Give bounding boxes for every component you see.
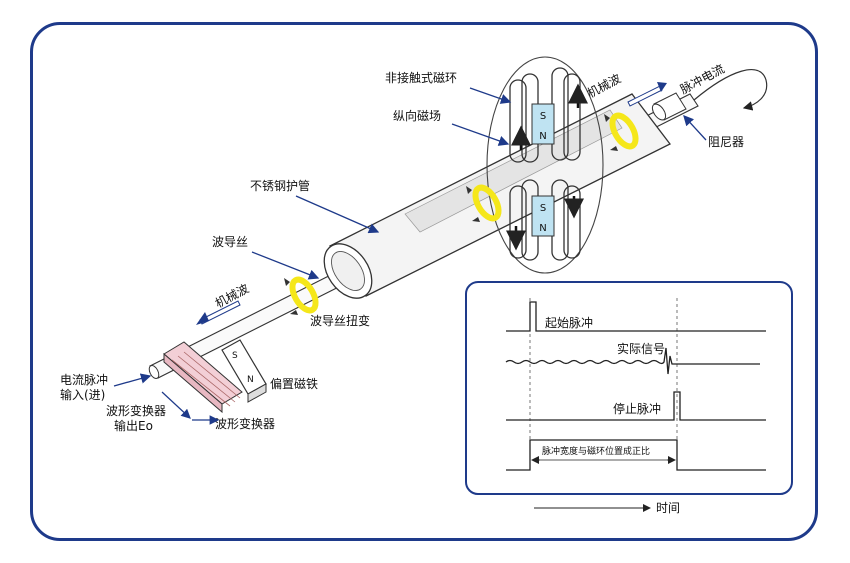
damper	[651, 92, 687, 121]
wire-torsion-label: 波导丝扭变	[310, 313, 370, 328]
current-input-label-2: 输入(进)	[60, 387, 105, 402]
magnet-block-bottom	[531, 195, 555, 237]
bias-magnet-label: 偏置磁铁	[270, 376, 318, 391]
bias-magnet-s-label: S	[232, 351, 238, 361]
stop-pulse-trace	[506, 391, 766, 421]
waveform-converter	[163, 341, 243, 414]
start-pulse-trace	[506, 301, 766, 332]
pulse-current-loop	[693, 69, 768, 111]
mech-wave-right-label: 机械波	[584, 70, 623, 100]
timing-panel: 起始脉冲 实际信号 停止脉冲 脉冲宽度与磁环位置成正比	[465, 281, 793, 495]
actual-signal-trace	[505, 347, 761, 375]
width-note-label: 脉冲宽度与磁环位置成正比	[542, 445, 650, 457]
magnet-bottom-n-label: N	[539, 223, 546, 234]
longitudinal-field-label: 纵向磁场	[393, 108, 441, 123]
torsion-ring-right	[609, 112, 639, 150]
torsion-ring-mid	[472, 184, 502, 222]
bias-magnet: S N	[221, 339, 267, 403]
start-pulse-label: 起始脉冲	[545, 315, 593, 330]
converter-label: 波形变换器	[215, 416, 275, 431]
damper-label: 阻尼器	[708, 135, 744, 149]
magnet-block-top	[531, 103, 555, 145]
stainless-tube	[323, 93, 671, 299]
magnet-top-s-label: S	[540, 111, 546, 122]
torsion-rings	[284, 112, 639, 315]
torsion-ring-left	[289, 276, 319, 314]
actual-signal-label: 实际信号	[617, 341, 665, 356]
mech-wave-arrow-left	[196, 300, 241, 325]
pulse-current-label: 脉冲电流	[677, 61, 726, 97]
mech-wave-arrow-right	[627, 82, 667, 107]
stop-pulse-label: 停止脉冲	[613, 401, 661, 416]
converter-output-label-2: 输出Eo	[114, 418, 153, 433]
converter-output-label-1: 波形变换器	[106, 403, 166, 418]
non-contact-ring-label: 非接触式磁环	[385, 70, 457, 85]
current-input-label-1: 电流脉冲	[60, 372, 108, 387]
waveguide-wire-label: 波导丝	[212, 235, 248, 249]
time-axis-label: 时间	[656, 501, 680, 515]
stainless-tube-label: 不锈钢护管	[250, 178, 310, 193]
bias-magnet-n-label: N	[247, 375, 254, 385]
non-contact-magnet-ring: S N S N	[486, 56, 604, 274]
outer-frame	[30, 22, 818, 541]
width-pulse-trace	[506, 439, 766, 471]
magnet-top-n-label: N	[539, 131, 546, 142]
magnet-bottom-s-label: S	[540, 203, 546, 214]
